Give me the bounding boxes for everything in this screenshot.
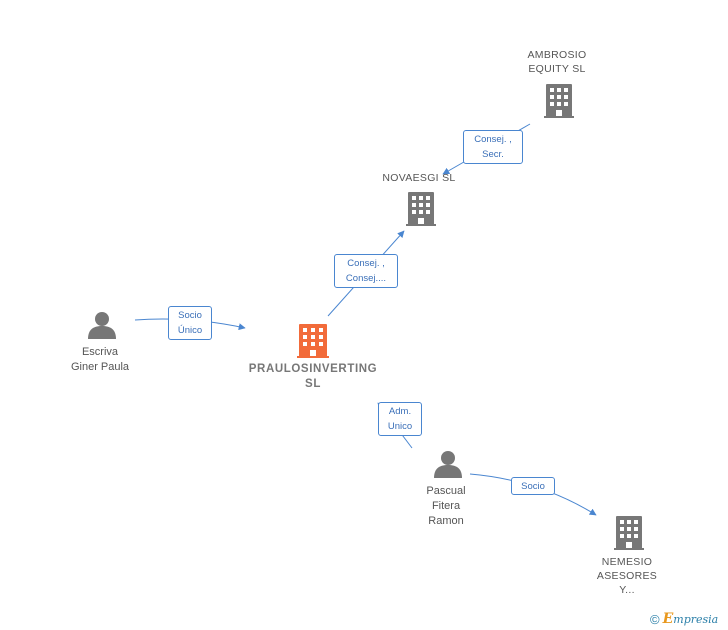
edge-label-pascual-nemesio[interactable]: Socio [511, 477, 555, 495]
copyright-icon: © [650, 611, 660, 627]
node-label-pascual: Pascual Fitera Ramon [426, 485, 466, 527]
node-label-nemesio: NEMESIO ASESORES Y... [596, 556, 658, 596]
person-icon[interactable] [88, 312, 116, 339]
building-icon[interactable] [614, 516, 644, 550]
brand-logo-text: mpresia [673, 612, 719, 626]
edge-label-pascual-praulos[interactable]: Adm. Unico [378, 402, 422, 436]
building-icon[interactable] [406, 192, 436, 226]
edge-label-ambrosio-novaesgi[interactable]: Consej. , Secr. [463, 130, 523, 164]
brand-logo-initial: E [662, 611, 674, 627]
edge-label-praulos-novaesgi[interactable]: Consej. , Consej.... [334, 254, 398, 288]
node-label-escriva: Escriva Giner Paula [70, 346, 130, 373]
building-icon-focus[interactable] [297, 324, 329, 358]
node-label-praulos: PRAULOSINVERTING SL [248, 363, 378, 390]
node-label-ambrosio: AMBROSIO EQUITY SL [527, 49, 587, 75]
empresia-watermark: © E mpresia [650, 610, 718, 628]
person-icon[interactable] [434, 451, 462, 478]
edge-label-escriva-praulos[interactable]: Socio Único [168, 306, 212, 340]
node-label-novaesgi: NOVAESGI SL [382, 172, 456, 184]
building-icon[interactable] [544, 84, 574, 118]
